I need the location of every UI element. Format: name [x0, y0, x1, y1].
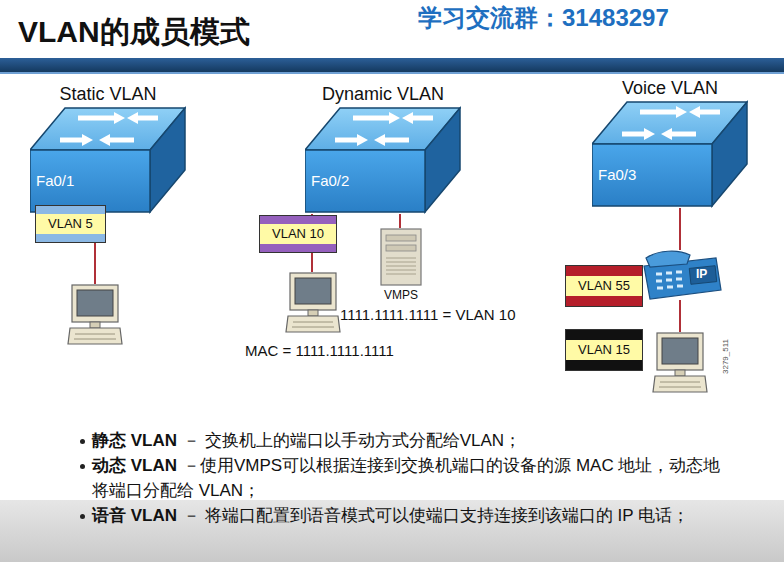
slide-title: VLAN的成员模式	[18, 12, 250, 53]
bullet-text: － 将端口配置到语音模式可以使端口支持连接到该端口的 IP 电话；	[183, 506, 689, 525]
link-wire	[679, 208, 681, 250]
mac-label: MAC = 1111.1111.1111	[245, 342, 394, 359]
bullet-item: 动态 VLAN－使用VMPS可以根据连接到交换机端口的设备的源 MAC 地址，动…	[92, 453, 732, 503]
column-heading: Static VLAN	[30, 84, 186, 105]
vmps-server: VMPS 1111.1111.1111 = VLAN 10	[340, 228, 535, 328]
bullet-item: 语音 VLAN － 将端口配置到语音模式可以使端口支持连接到该端口的 IP 电话；	[92, 503, 732, 528]
server-label: VMPS	[384, 288, 418, 302]
switch-icon: Static VLAN Fa0/1	[30, 84, 190, 214]
bullet-term: 动态 VLAN	[92, 456, 177, 475]
vlan-label: VLAN 15	[578, 342, 630, 358]
switch-icon: Dynamic VLAN Fa0/2	[305, 84, 465, 214]
bullet-term: 静态 VLAN	[92, 431, 177, 450]
switch-icon: Voice VLAN Fa0/3	[592, 78, 752, 208]
bullet-dot	[80, 514, 85, 519]
phone-label: IP	[696, 267, 707, 281]
bottom-panel	[0, 500, 784, 562]
ip-phone: IP	[640, 250, 722, 300]
vlan-label: VLAN 55	[578, 278, 630, 294]
column-heading: Dynamic VLAN	[305, 84, 461, 105]
vlan-label: VLAN 5	[48, 216, 93, 232]
port-label: Fa0/3	[598, 166, 636, 183]
bullet-item: 静态 VLAN － 交换机上的端口以手动方式分配给VLAN；	[92, 428, 732, 453]
ip-phone-shape	[640, 250, 722, 300]
header-rule	[0, 72, 784, 74]
bullet-dot	[80, 439, 85, 444]
column-heading: Voice VLAN	[592, 78, 748, 99]
pc-icon: MAC = 1111.1111.1111	[245, 272, 420, 367]
watermark-text: 学习交流群：31483297	[418, 2, 669, 34]
port-label: Fa0/2	[311, 172, 349, 189]
vlan-tag: VLAN 15	[566, 330, 642, 370]
header-band	[0, 58, 784, 72]
vlan-tag: VLAN 5	[36, 206, 105, 242]
bullet-dot	[80, 464, 85, 469]
bullet-term: 语音 VLAN	[92, 506, 177, 525]
pc-icon	[653, 333, 707, 392]
mapping-text: 1111.1111.1111 = VLAN 10	[340, 306, 516, 323]
figure-code: 3279_511	[721, 339, 730, 374]
vlan-tag: VLAN 55	[566, 266, 642, 306]
link-wire	[399, 214, 401, 228]
bullet-text: － 交换机上的端口以手动方式分配给VLAN；	[183, 431, 521, 450]
bullet-text: －使用VMPS可以根据连接到交换机端口的设备的源 MAC 地址，动态地将端口分配…	[92, 456, 720, 500]
link-wire	[679, 300, 681, 332]
port-label: Fa0/1	[36, 172, 74, 189]
pc-icon	[68, 285, 122, 344]
vlan-tag: VLAN 10	[260, 216, 336, 252]
vlan-label: VLAN 10	[272, 226, 324, 242]
